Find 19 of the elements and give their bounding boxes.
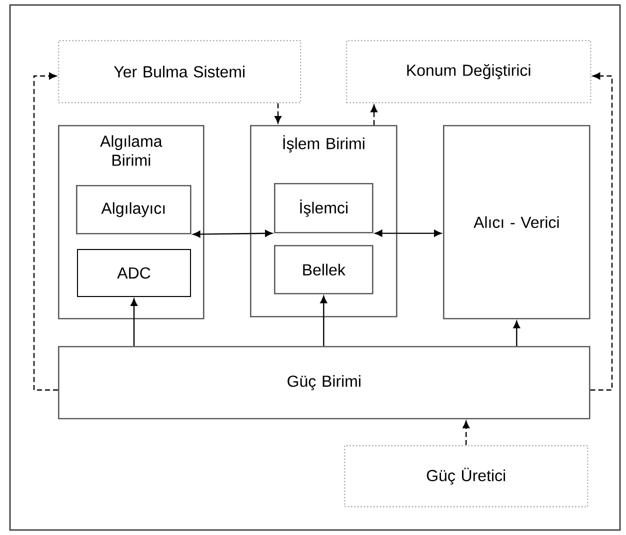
arrow [33,72,58,391]
arrow [320,296,328,346]
optional-unit-box: Yer Bulma Sistemi [58,40,302,104]
unit-box: Alıcı - Verici [443,125,590,320]
arrow [513,320,520,346]
arrow [374,230,442,237]
optional-unit-box: Konum Değiştirici [346,40,592,104]
component-box: ADC [77,249,191,297]
component-box: Bellek [274,245,374,294]
arrow [590,72,613,391]
component-box: Algılayıcı [76,185,192,234]
component-box: İşlemci [274,183,374,234]
arrow [192,230,272,238]
arrow [462,420,470,445]
unit-box: Güç Birimi [58,346,590,420]
optional-unit-box: Güç Üretici [344,445,588,508]
arrow [130,298,138,346]
arrow [274,103,282,124]
arrow [370,104,378,125]
